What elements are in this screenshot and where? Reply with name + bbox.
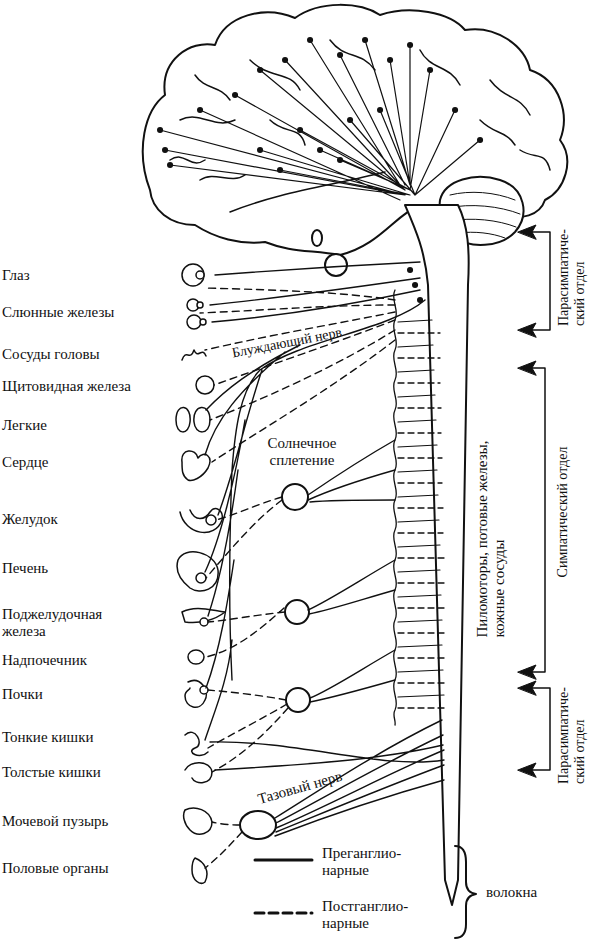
brain-outline <box>143 5 567 255</box>
annotation-label: Парасимпатиче- ский отдел <box>556 214 588 326</box>
legend-text: Преганглио- нарные <box>322 845 417 880</box>
organ-ganglia <box>196 271 216 694</box>
organ-icons <box>176 264 225 883</box>
annotation-label: Пиломоторы, потовые железы, кожные сосуд… <box>474 403 509 638</box>
bracket-lines <box>532 232 550 770</box>
organ-label: Щитовидная железа <box>2 378 131 395</box>
legend-text: Постганглио- нарные <box>322 898 422 933</box>
organ-label: Мочевой пузырь <box>2 813 108 830</box>
annotation-label: Симпатический отдел <box>555 447 571 578</box>
annotation-label: Солнечное сплетение <box>252 435 352 470</box>
legend-brace <box>455 846 476 938</box>
legend-solid-line <box>255 859 312 862</box>
sympathetic-chain <box>394 290 397 725</box>
organ-label: Поджелудочная железа <box>2 606 127 641</box>
organ-label: Почки <box>2 686 43 703</box>
pilomotor-fibers <box>398 333 447 708</box>
organ-label: Сосуды головы <box>2 346 100 363</box>
preganglionic-fibers <box>205 262 444 836</box>
organ-label: Слюнные железы <box>2 304 114 321</box>
annotation-label: волокна <box>486 884 537 901</box>
organ-label: Желудок <box>2 511 58 528</box>
bracket-arrowheads <box>518 225 536 777</box>
organ-label: Надпочечник <box>2 652 87 669</box>
annotation-label: Парасимпатиче- ский отдел <box>556 672 588 784</box>
organ-label: Сердце <box>2 454 48 471</box>
organ-label: Тонкие кишки <box>2 729 93 746</box>
annotation-label: Блуждающий нерв <box>231 324 344 361</box>
pituitary <box>312 230 347 276</box>
spinal-cord <box>405 205 469 905</box>
organ-label: Легкие <box>2 417 47 434</box>
organ-label: Печень <box>2 560 48 577</box>
organ-label: Толстые кишки <box>2 764 101 781</box>
organ-label: Глаз <box>2 267 30 284</box>
legend-dashed-line <box>255 912 312 915</box>
postganglionic-fibers <box>200 288 395 868</box>
brain-fibers <box>160 40 480 200</box>
organ-label: Половые органы <box>2 860 109 877</box>
